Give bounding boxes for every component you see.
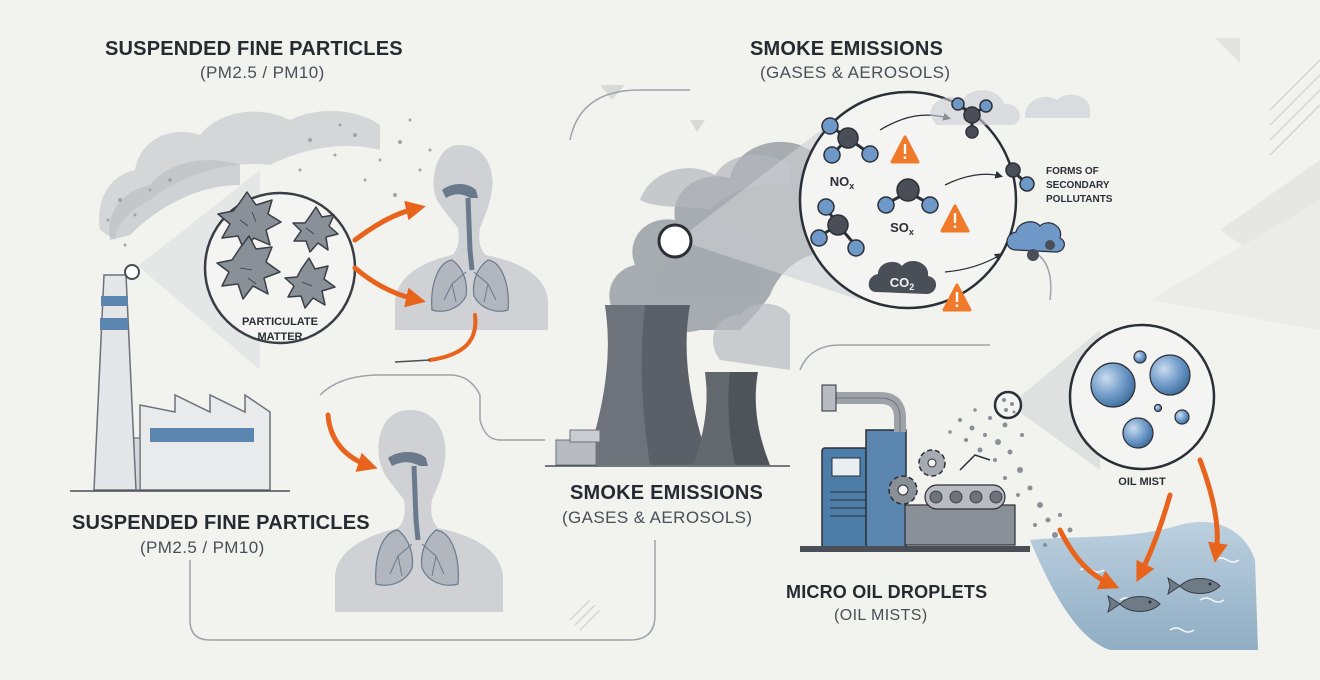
sox-label: SOx	[890, 220, 914, 237]
pm-top-subtitle: (PM2.5 / PM10)	[200, 63, 325, 82]
chimney-icon	[93, 264, 140, 491]
warning-icon	[890, 135, 972, 312]
particle-texture	[239, 211, 315, 287]
gear-icon	[888, 449, 946, 505]
pm-top-title: SUSPENDED FINE PARTICLES	[105, 38, 403, 60]
smoke-center-title: SMOKE EMISSIONS	[570, 482, 764, 504]
secondary-label-3: POLLUTANTS	[1046, 194, 1113, 205]
cloud-icon-co2	[868, 261, 937, 294]
molecule-icon-secondary	[951, 97, 1035, 192]
smoke-plume-left	[99, 110, 432, 247]
oil-droplets-title: MICRO OIL DROPLETS	[786, 582, 988, 602]
human-lungs-icon	[395, 145, 548, 330]
smoke-top-subtitle: (GASES & AEROSOLS)	[760, 63, 951, 82]
oil-spray-droplets	[948, 408, 1073, 547]
co2-label: CO2	[890, 275, 915, 292]
pm-bottom-title: SUSPENDED FINE PARTICLES	[72, 512, 370, 534]
arrow-icon-oil	[1057, 457, 1228, 590]
oil-droplets-subtitle: (OIL MISTS)	[834, 607, 928, 624]
arrow-icon-lower	[325, 412, 378, 472]
smoke-center-subtitle: (GASES & AEROSOLS)	[562, 508, 753, 527]
secondary-label-1: FORMS OF	[1046, 166, 1099, 177]
flow-connectors	[189, 89, 1052, 641]
particulate-label-1: PARTICULATE	[242, 316, 318, 328]
oil-mist-label: OIL MIST	[1118, 476, 1166, 488]
fish-icon	[1107, 576, 1221, 614]
smoke-top-title: SMOKE EMISSIONS	[750, 38, 944, 60]
pm-bottom-subtitle: (PM2.5 / PM10)	[140, 538, 265, 557]
particulate-label-2: MATTER	[257, 331, 302, 343]
molecule-icon	[810, 117, 939, 257]
cooling-tower-icon	[555, 305, 770, 466]
human-lungs-icon-lower	[335, 410, 503, 612]
secondary-label-2: SECONDARY	[1046, 180, 1110, 191]
cloud-icon	[1006, 221, 1065, 261]
connector-to-lower-human	[394, 359, 431, 363]
nox-label: NOx	[830, 174, 855, 191]
arrow-icon	[352, 200, 478, 362]
background-decorations	[569, 38, 1320, 631]
oil-pump-machine-icon	[800, 384, 1030, 552]
droplet-icon	[1090, 350, 1191, 449]
particle-icon	[216, 191, 339, 309]
